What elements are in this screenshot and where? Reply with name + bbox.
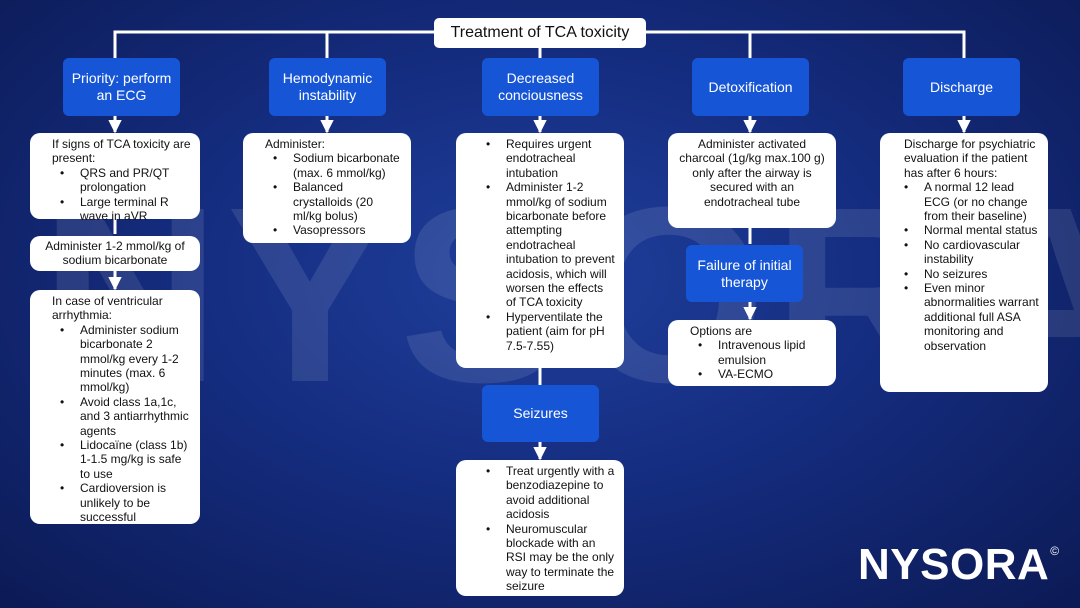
nysora-logo: NYSORA© xyxy=(858,540,1059,590)
header-hemodynamic: Hemodynamic instability xyxy=(269,58,386,116)
box-intro: Options are xyxy=(690,324,753,338)
list-item: Large terminal R wave in aVR xyxy=(38,195,192,224)
box-intro: Administer: xyxy=(265,137,326,151)
box-hemodynamic: Administer: Sodium bicarbonate (max. 6 m… xyxy=(243,133,411,243)
box-intro: If signs of TCA toxicity are present: xyxy=(52,137,191,166)
list-item: Sodium bicarbonate (max. 6 mmol/kg) xyxy=(251,151,403,180)
list-item: Vasopressors xyxy=(251,223,403,238)
list-item: Cardioversion is unlikely to be successf… xyxy=(38,481,192,524)
bullet-list: Requires urgent endotracheal intubation … xyxy=(464,137,616,353)
list-item: Intravenous lipid emulsion xyxy=(676,338,828,367)
header-consciousness: Decreased conciousness xyxy=(482,58,599,116)
bullet-list: Intravenous lipid emulsion VA-ECMO xyxy=(676,338,828,382)
bullet-list: Treat urgently with a benzodiazepine to … xyxy=(464,464,616,594)
header-discharge: Discharge xyxy=(903,58,1020,116)
box-discharge: Discharge for psychiatric evaluation if … xyxy=(880,133,1048,392)
header-failure-initial-therapy: Failure of initial therapy xyxy=(686,245,803,302)
box-intro: In case of ventricular arrhythmia: xyxy=(52,294,163,323)
box-intro: Discharge for psychiatric evaluation if … xyxy=(904,137,1036,180)
list-item: Neuromuscular blockade with an RSI may b… xyxy=(464,522,616,594)
list-item: Even minor abnormalities warrant additio… xyxy=(888,281,1040,353)
box-failure-options: Options are Intravenous lipid emulsion V… xyxy=(668,320,836,386)
header-seizures: Seizures xyxy=(482,385,599,442)
box-bicarbonate: Administer 1-2 mmol/kg of sodium bicarbo… xyxy=(30,236,200,271)
list-item: Hyperventilate the patient (aim for pH 7… xyxy=(464,310,616,353)
logo-text: NYSORA xyxy=(858,540,1050,589)
list-item: Requires urgent endotracheal intubation xyxy=(464,137,616,180)
list-item: VA-ECMO xyxy=(676,367,828,382)
box-seizures: Treat urgently with a benzodiazepine to … xyxy=(456,460,624,596)
header-detoxification: Detoxification xyxy=(692,58,809,116)
box-tca-signs: If signs of TCA toxicity are present: QR… xyxy=(30,133,200,223)
list-item: Balanced crystalloids (20 ml/kg bolus) xyxy=(251,180,403,223)
bullet-list: Administer sodium bicarbonate 2 mmol/kg … xyxy=(38,323,192,525)
copyright-mark: © xyxy=(1050,544,1060,558)
list-item: Normal mental status xyxy=(888,223,1040,238)
list-item: Administer sodium bicarbonate 2 mmol/kg … xyxy=(38,323,192,395)
list-item: Lidocaïne (class 1b) 1-1.5 mg/kg is safe… xyxy=(38,438,192,481)
list-item: A normal 12 lead ECG (or no change from … xyxy=(888,180,1040,223)
diagram-title: Treatment of TCA toxicity xyxy=(434,18,646,48)
box-ventricular-arrhythmia: In case of ventricular arrhythmia: Admin… xyxy=(30,290,200,524)
list-item: Administer 1-2 mmol/kg of sodium bicarbo… xyxy=(464,180,616,310)
list-item: No cardiovascular instability xyxy=(888,238,1040,267)
box-activated-charcoal: Administer activated charcoal (1g/kg max… xyxy=(668,133,836,228)
box-consciousness: Requires urgent endotracheal intubation … xyxy=(456,133,624,368)
list-item: Avoid class 1a,1c, and 3 antiarrhythmic … xyxy=(38,395,192,438)
header-priority: Priority: perform an ECG xyxy=(63,58,180,116)
bullet-list: Sodium bicarbonate (max. 6 mmol/kg) Bala… xyxy=(251,151,403,238)
bullet-list: QRS and PR/QT prolongation Large termina… xyxy=(38,166,192,224)
list-item: Treat urgently with a benzodiazepine to … xyxy=(464,464,616,522)
list-item: QRS and PR/QT prolongation xyxy=(38,166,192,195)
bullet-list: A normal 12 lead ECG (or no change from … xyxy=(888,180,1040,353)
list-item: No seizures xyxy=(888,267,1040,282)
